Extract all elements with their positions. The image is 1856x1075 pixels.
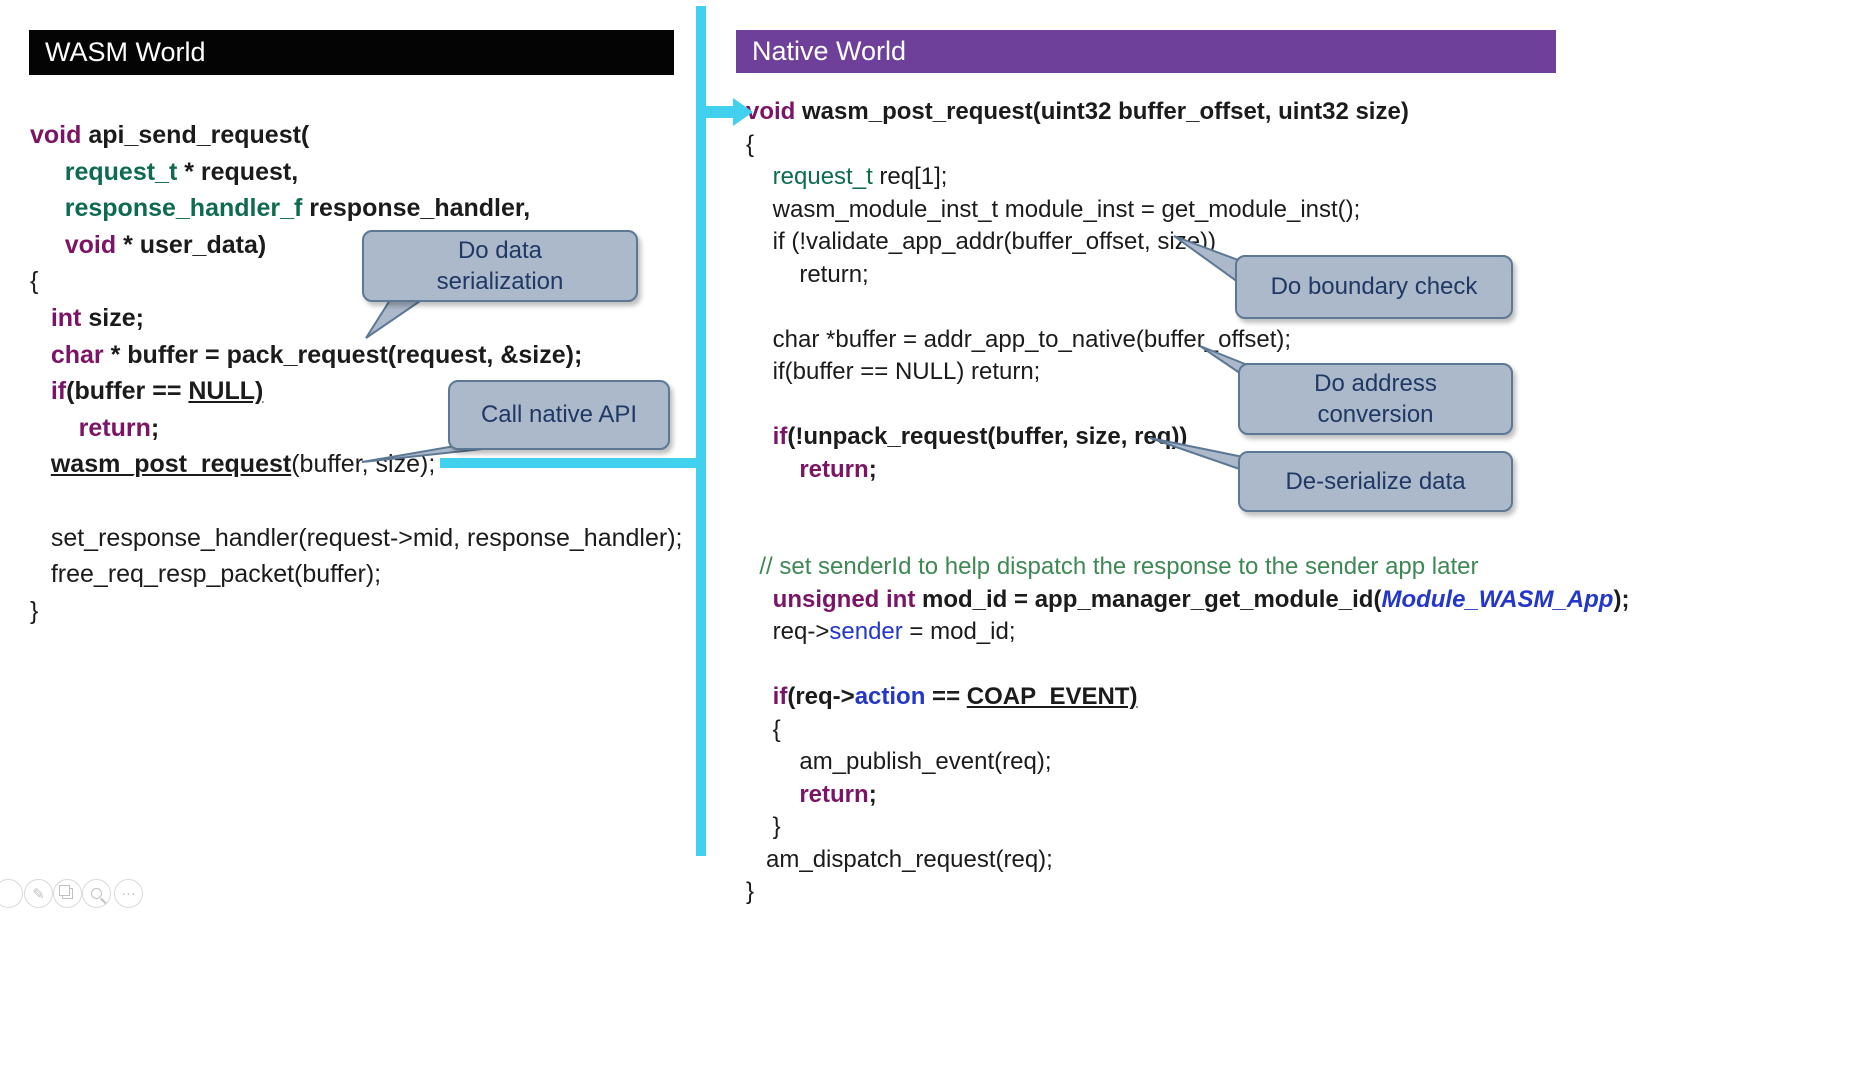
magnifier-glyph xyxy=(91,888,102,899)
native-world-title: Native World xyxy=(752,36,907,66)
code-line: { xyxy=(746,130,755,158)
callout-do-data-serialization: Do data serialization xyxy=(362,230,638,302)
code-line: void * user_data) xyxy=(64,230,267,259)
code-line: void wasm_post_request(uint32 buffer_off… xyxy=(746,98,1409,125)
callout-deserialize-data: De-serialize data xyxy=(1238,451,1513,512)
callout-text: Do address conversion xyxy=(1314,369,1437,428)
code-line: free_req_resp_packet(buffer); xyxy=(30,560,382,589)
code-line: if(buffer == NULL) return; xyxy=(746,358,1041,385)
code-line: if(buffer == NULL) xyxy=(50,377,264,406)
code-line: return; xyxy=(78,413,160,442)
call-flow-vertical-line xyxy=(696,6,706,856)
code-line: req->sender = mod_id; xyxy=(746,618,1016,645)
callout-do-address-conversion: Do address conversion xyxy=(1238,363,1513,435)
pen-glyph: ✎ xyxy=(32,885,45,903)
code-line: request_t req[1]; xyxy=(772,163,948,190)
code-line: am_dispatch_request(req); xyxy=(746,845,1053,873)
code-line: char * buffer = pack_request(request, &s… xyxy=(50,340,583,369)
code-line: if(req->action == COAP_EVENT) xyxy=(772,683,1138,710)
call-flow-arrowhead-icon xyxy=(733,98,753,126)
code-line: am_publish_event(req); xyxy=(746,748,1052,775)
pen-icon[interactable]: ✎ xyxy=(24,879,53,908)
code-line: } xyxy=(746,878,755,905)
slide-navigator-icon[interactable] xyxy=(53,879,82,908)
zoom-icon[interactable] xyxy=(82,879,111,908)
code-line xyxy=(746,519,1629,552)
wasm-code-block: void api_send_request( request_t * reque… xyxy=(30,117,682,629)
callout-call-native-api: Call native API xyxy=(448,380,670,450)
more-options-icon[interactable]: … xyxy=(114,879,143,908)
native-world-header: Native World xyxy=(736,30,1556,73)
callout-tail-boundary xyxy=(1173,235,1239,284)
native-code-block: void wasm_post_request(uint32 buffer_off… xyxy=(746,96,1629,909)
callout-tail-serialization xyxy=(365,296,430,339)
code-line: unsigned int mod_id = app_manager_get_mo… xyxy=(772,585,1630,613)
more-glyph: … xyxy=(121,881,136,899)
code-line: return; xyxy=(746,260,869,288)
call-flow-horizontal-line xyxy=(440,458,698,468)
callout-text: Do data serialization xyxy=(436,236,564,295)
callout-text: Call native API xyxy=(480,401,638,429)
wasm-world-title: WASM World xyxy=(45,37,206,67)
code-line: } xyxy=(746,813,781,840)
code-line: void api_send_request( xyxy=(30,121,310,149)
callout-text: De-serialize data xyxy=(1285,467,1466,495)
call-flow-arrow-shaft xyxy=(700,106,734,118)
pointer-icon[interactable] xyxy=(0,879,23,908)
code-line: if(!unpack_request(buffer, size, req)) xyxy=(772,423,1188,450)
callout-do-boundary-check: Do boundary check xyxy=(1235,255,1513,319)
code-line: char *buffer = addr_app_to_native(buffer… xyxy=(746,325,1292,353)
code-line: response_handler_f response_handler, xyxy=(64,194,531,223)
code-line: { xyxy=(746,715,781,743)
code-line: wasm_post_request(buffer, size); xyxy=(50,450,436,479)
code-line: } xyxy=(30,596,39,625)
code-line: request_t * request, xyxy=(64,157,299,186)
code-line: return; xyxy=(799,780,877,808)
code-line xyxy=(746,649,1629,682)
wasm-world-header: WASM World xyxy=(29,30,674,75)
slides-glyph xyxy=(59,885,73,899)
code-line: wasm_module_inst_t module_inst = get_mod… xyxy=(746,195,1361,223)
code-line: { xyxy=(30,267,39,296)
callout-text: Do boundary check xyxy=(1270,273,1478,301)
code-line: set_response_handler(request->mid, respo… xyxy=(30,523,683,552)
code-line: int size; xyxy=(50,303,144,332)
code-line xyxy=(30,483,682,520)
code-line: // set senderId to help dispatch the res… xyxy=(759,553,1479,580)
code-line: return; xyxy=(799,455,877,483)
